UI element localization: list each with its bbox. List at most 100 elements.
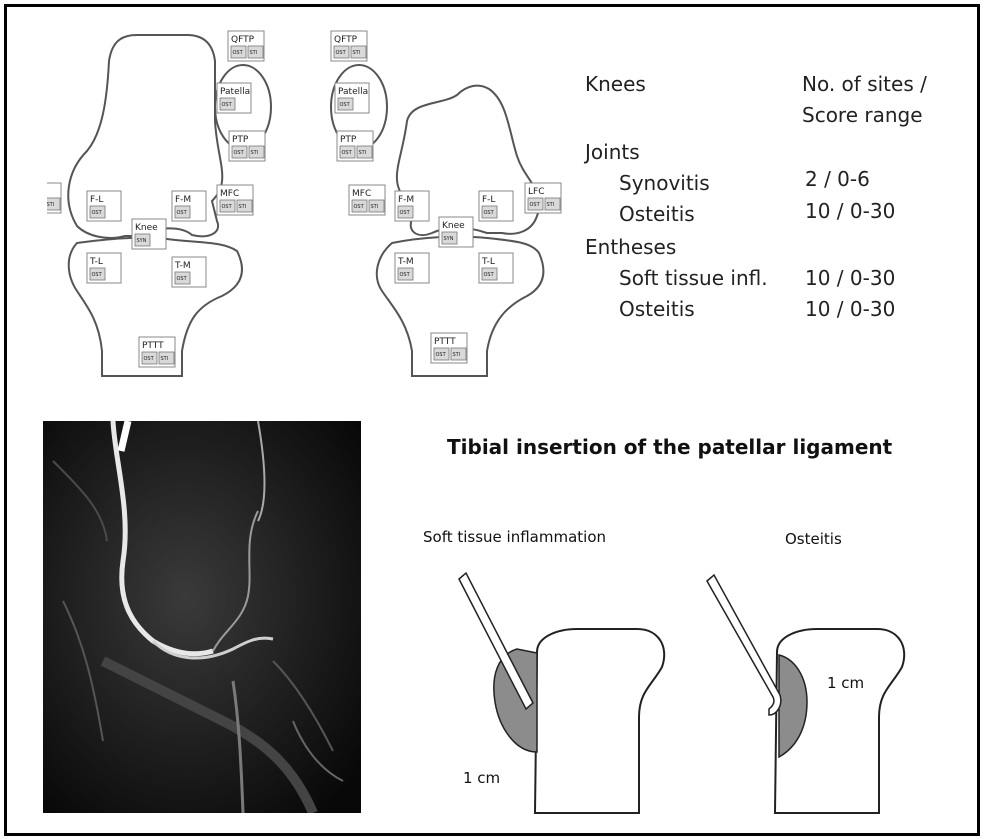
site-box-label: PTP xyxy=(340,135,357,145)
site-box-ptp: PTP OST STI xyxy=(229,131,265,161)
table-row-entheses: Entheses xyxy=(585,235,676,259)
table-row-entheses-osteitis-value: 10 / 0-30 xyxy=(805,297,895,321)
site-box-t-l: T-L OST xyxy=(87,253,121,283)
site-box-ptp: PTP OST STI xyxy=(337,131,373,161)
figure-frame: QFTPOSTSTIPatellaOSTPTPOSTSTILFCOSTSTIF-… xyxy=(4,4,980,836)
site-box-label: F-L xyxy=(482,195,495,205)
site-box-sublabel: OST xyxy=(484,210,495,216)
site-box-sublabel: SYN xyxy=(444,236,454,242)
site-box-sublabel: OST xyxy=(144,356,155,362)
left-knee-site-boxes: QFTPOSTSTIPatellaOSTPTPOSTSTILFCOSTSTIF-… xyxy=(47,31,265,367)
site-box-label: MFC xyxy=(352,189,371,199)
site-box-sublabel: OST xyxy=(92,210,103,216)
site-box-sublabel: STI xyxy=(161,356,169,362)
site-box-sublabel: OST xyxy=(222,102,233,108)
site-box-sublabel: STI xyxy=(371,204,379,210)
table-row-synovitis-value: 2 / 0-6 xyxy=(805,167,870,191)
site-box-label: T-L xyxy=(481,257,495,267)
osteitis-measure-label: 1 cm xyxy=(827,674,864,692)
site-box-sublabel: OST xyxy=(177,210,188,216)
site-box-sublabel: STI xyxy=(251,150,259,156)
site-box-sublabel: STI xyxy=(359,150,367,156)
site-box-sublabel: STI xyxy=(47,202,54,208)
site-box-sublabel: OST xyxy=(436,352,447,358)
table-header-sites-line2: Score range xyxy=(802,103,923,127)
site-box-label: MFC xyxy=(220,189,239,199)
table-row-osteitis-label: Osteitis xyxy=(619,202,695,226)
site-box-sublabel: OST xyxy=(354,204,365,210)
table-row-entheses-osteitis-label: Osteitis xyxy=(619,297,695,321)
site-box-sublabel: OST xyxy=(484,272,495,278)
table-row-synovitis-label: Synovitis xyxy=(619,171,710,195)
site-box-t-l: T-L OST xyxy=(479,253,513,283)
osteitis-diagram xyxy=(707,575,904,813)
site-box-sublabel: OST xyxy=(342,150,353,156)
site-box-qftp: QFTP OST STI xyxy=(228,31,264,61)
site-box-sublabel: SYN xyxy=(137,238,147,244)
site-box-sublabel: OST xyxy=(233,50,244,56)
tibial-section-title: Tibial insertion of the patellar ligamen… xyxy=(447,435,892,459)
site-box-lfc: LFC OST STI xyxy=(525,183,561,213)
site-box-f-l: F-L OST xyxy=(87,191,121,221)
table-row-joints: Joints xyxy=(585,140,640,164)
site-box-sublabel: OST xyxy=(400,210,411,216)
site-box-sublabel: OST xyxy=(234,150,245,156)
site-box-t-m: T-M OST xyxy=(172,257,206,287)
site-box-label: T-M xyxy=(174,261,191,271)
site-box-qftp: QFTP OST STI xyxy=(331,31,367,61)
site-box-sublabel: STI xyxy=(547,202,555,208)
site-box-f-l: F-L OST xyxy=(479,191,513,221)
table-row-soft-tissue-value: 10 / 0-30 xyxy=(805,266,895,290)
tibial-diagrams xyxy=(407,567,967,827)
site-box-label: Patella xyxy=(220,87,250,97)
site-box-sublabel: OST xyxy=(92,272,103,278)
osteitis-caption: Osteitis xyxy=(785,530,842,548)
site-box-label: PTP xyxy=(232,135,249,145)
table-row-osteitis-value: 10 / 0-30 xyxy=(805,199,895,223)
site-box-pttt: PTTT OST STI xyxy=(139,337,175,367)
site-box-sublabel: OST xyxy=(336,50,347,56)
site-box-label: LFC xyxy=(528,187,544,197)
site-box-sublabel: OST xyxy=(177,276,188,282)
site-box-f-m: F-M OST xyxy=(395,191,429,221)
patellar-ligament xyxy=(707,575,781,715)
site-box-sublabel: STI xyxy=(250,50,258,56)
site-box-sublabel: OST xyxy=(400,272,411,278)
site-box-label: QFTP xyxy=(231,35,255,45)
table-header-sites-line1: No. of sites / xyxy=(802,72,927,96)
site-box-t-m: T-M OST xyxy=(395,253,429,283)
site-box-mfc: MFC OST STI xyxy=(349,185,385,215)
site-box-label: Knee xyxy=(135,223,158,233)
site-box-label: PTTT xyxy=(142,341,164,351)
table-header-knees: Knees xyxy=(585,72,646,96)
site-box-pttt: PTTT OST STI xyxy=(431,333,467,363)
site-box-mfc: MFC OST STI xyxy=(217,185,253,215)
site-box-sublabel: OST xyxy=(340,102,351,108)
soft-tissue-measure-label: 1 cm xyxy=(463,769,500,787)
soft-tissue-caption: Soft tissue inflammation xyxy=(423,528,606,546)
site-box-sublabel: OST xyxy=(530,202,541,208)
knee-mri-image xyxy=(43,421,361,813)
site-box-label: F-L xyxy=(90,195,103,205)
site-box-sublabel: OST xyxy=(222,204,233,210)
table-row-soft-tissue-label: Soft tissue infl. xyxy=(619,266,768,290)
site-box-label: T-L xyxy=(89,257,103,267)
site-box-label: PTTT xyxy=(434,337,456,347)
knee-diagrams: QFTPOSTSTIPatellaOSTPTPOSTSTILFCOSTSTIF-… xyxy=(47,21,607,393)
site-box-label: T-M xyxy=(397,257,414,267)
site-box-sublabel: STI xyxy=(239,204,247,210)
site-box-label: Knee xyxy=(442,221,465,231)
site-box-sublabel: STI xyxy=(353,50,361,56)
site-box-sublabel: STI xyxy=(453,352,461,358)
site-box-label: F-M xyxy=(398,195,414,205)
site-box-label: F-M xyxy=(175,195,191,205)
site-box-label: QFTP xyxy=(334,35,358,45)
site-box-f-m: F-M OST xyxy=(172,191,206,221)
site-box-label: Patella xyxy=(338,87,368,97)
